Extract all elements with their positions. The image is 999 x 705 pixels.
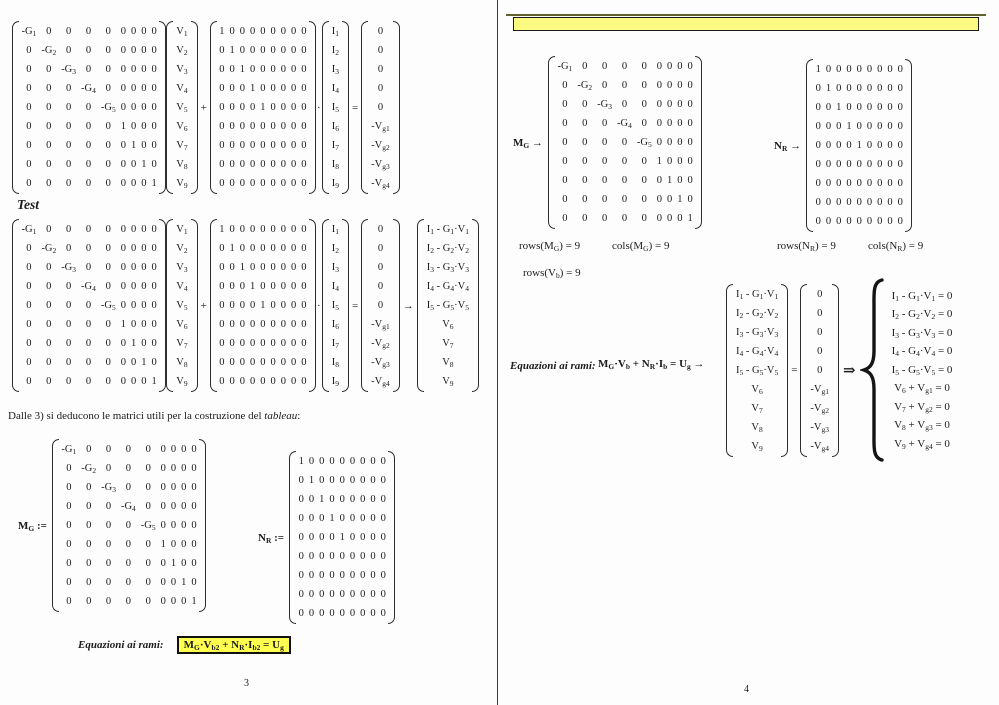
mg-assign-label: MG := <box>18 519 47 533</box>
curly-brace-icon <box>859 278 884 462</box>
deduction-text-suffix: : <box>297 410 301 422</box>
plus-operator: + <box>200 101 207 114</box>
cols-mg-check: cols(MG) = 9 <box>612 240 670 253</box>
rows-mg-check: rows(MG) = 9 <box>519 240 581 253</box>
equals-operator: = <box>351 299 359 312</box>
mg-eval-label: MG → <box>513 136 543 150</box>
arrow-right-icon: → <box>402 299 414 312</box>
tableau-word: tableau <box>264 410 298 422</box>
rows-vb-check: rows(Vb) = 9 <box>523 267 581 280</box>
page-number-left: 3 <box>244 678 249 689</box>
nr-eval-label: NR → <box>774 139 802 153</box>
equals-operator: = <box>791 364 798 376</box>
plus-operator: + <box>200 299 207 312</box>
region-top-line <box>506 14 986 16</box>
branch-equations-callout: Equazioni ai rami: MG·Vb2 + NR·Ib2 = Ug <box>78 636 291 654</box>
branch-eq-label: Equazioni ai rami: <box>510 360 596 372</box>
branch-eq-formula: MG·Vb + NR·Ib = Ug → <box>598 358 705 371</box>
test-heading: Test <box>17 197 40 212</box>
highlighted-empty-region <box>513 17 979 31</box>
branch-eq-formula-highlight: MG·Vb2 + NR·Ib2 = Ug <box>176 636 291 654</box>
deduction-text: Dalle 3) si deducono le matrici utili pe… <box>8 410 300 422</box>
page-number-right: 4 <box>744 684 749 695</box>
multiply-dot: · <box>317 101 321 114</box>
rows-nr-check: rows(NR) = 9 <box>777 240 836 253</box>
deduction-text-prefix: Dalle 3) si deducono le matrici utili pe… <box>8 410 265 422</box>
equals-operator: = <box>351 101 359 114</box>
branch-eq-label: Equazioni ai rami: <box>78 639 164 651</box>
implies-arrow-icon: ⇒ <box>843 362 856 379</box>
multiply-dot: · <box>317 299 321 312</box>
nr-assign-label: NR := <box>258 531 285 545</box>
cols-nr-check: cols(NR) = 9 <box>868 240 924 253</box>
